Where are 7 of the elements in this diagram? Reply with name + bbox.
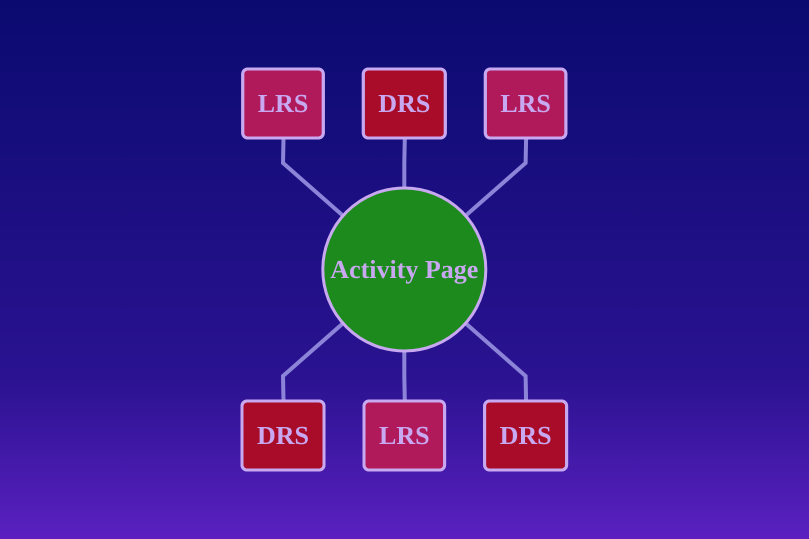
connector bbox=[281, 322, 345, 402]
connector bbox=[281, 138, 345, 218]
connector bbox=[402, 138, 407, 188]
node-circle: Activity Page bbox=[321, 186, 488, 352]
connector bbox=[464, 138, 528, 218]
connector bbox=[402, 351, 407, 402]
connector bbox=[464, 322, 528, 402]
